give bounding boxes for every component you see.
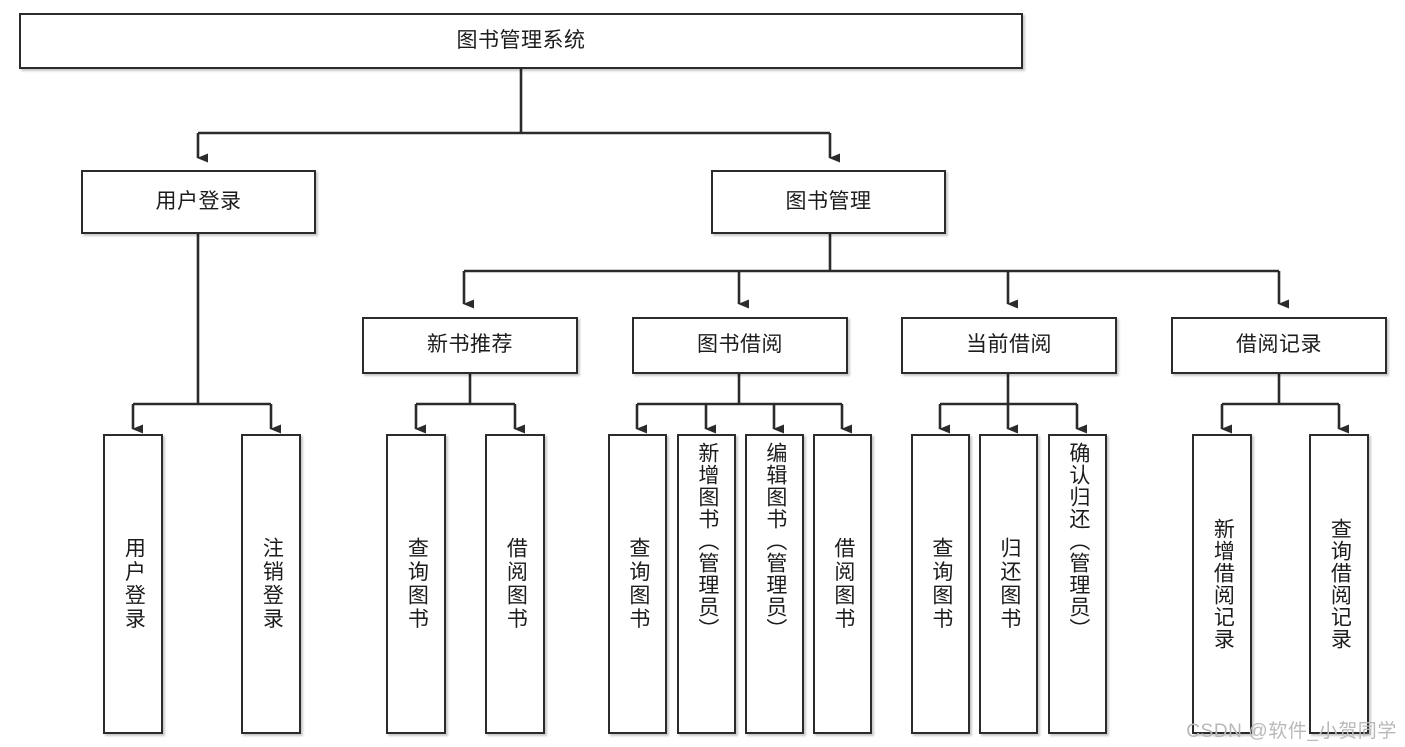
node-leaf-user-login[interactable]: 用户登录 [103, 434, 163, 734]
node-leaf-query-book-recommend-label: 查询图书 [405, 537, 429, 631]
node-borrow-record[interactable]: 借阅记录 [1171, 317, 1387, 374]
node-borrow-record-label: 借阅记录 [1236, 333, 1322, 357]
node-leaf-query-book-current[interactable]: 查询图书 [911, 434, 970, 734]
node-leaf-edit-book-admin[interactable]: 编辑图书（管理员） [745, 434, 804, 734]
node-leaf-add-borrow-record[interactable]: 新增借阅记录 [1192, 434, 1252, 734]
node-leaf-query-borrow-record-label: 查询借阅记录 [1328, 518, 1352, 650]
node-new-book-recommend-label: 新书推荐 [427, 333, 513, 357]
node-leaf-add-book-admin-label: 新增图书（管理员） [695, 442, 719, 640]
node-leaf-borrow-book-recommend-label: 借阅图书 [504, 537, 528, 631]
node-leaf-user-logout[interactable]: 注销登录 [241, 434, 301, 734]
node-leaf-user-login-label: 用户登录 [122, 537, 146, 631]
node-leaf-query-book-borrow[interactable]: 查询图书 [608, 434, 667, 734]
node-leaf-return-book-label: 归还图书 [997, 537, 1021, 631]
node-book-management[interactable]: 图书管理 [711, 170, 946, 234]
node-leaf-borrow-book-label: 借阅图书 [831, 537, 855, 631]
node-new-book-recommend[interactable]: 新书推荐 [362, 317, 578, 374]
node-leaf-add-borrow-record-label: 新增借阅记录 [1211, 518, 1235, 650]
node-book-borrow[interactable]: 图书借阅 [632, 317, 848, 374]
node-leaf-query-book-current-label: 查询图书 [929, 537, 953, 631]
node-user-login[interactable]: 用户登录 [81, 170, 316, 234]
node-leaf-add-book-admin[interactable]: 新增图书（管理员） [677, 434, 736, 734]
node-leaf-query-book-borrow-label: 查询图书 [626, 537, 650, 631]
node-leaf-borrow-book[interactable]: 借阅图书 [813, 434, 872, 734]
watermark: CSDN @软件_小贺同学 [1186, 721, 1397, 742]
node-leaf-edit-book-admin-label: 编辑图书（管理员） [763, 442, 787, 640]
node-leaf-confirm-return-admin-label: 确认归还（管理员） [1066, 442, 1090, 640]
node-root-label: 图书管理系统 [456, 28, 586, 52]
node-leaf-user-logout-label: 注销登录 [260, 537, 284, 631]
node-current-borrow-label: 当前借阅 [966, 333, 1052, 357]
node-user-login-label: 用户登录 [155, 189, 242, 213]
node-leaf-query-book-recommend[interactable]: 查询图书 [386, 434, 446, 734]
node-leaf-query-borrow-record[interactable]: 查询借阅记录 [1309, 434, 1369, 734]
node-current-borrow[interactable]: 当前借阅 [901, 317, 1117, 374]
node-leaf-return-book[interactable]: 归还图书 [979, 434, 1038, 734]
node-leaf-confirm-return-admin[interactable]: 确认归还（管理员） [1048, 434, 1107, 734]
node-root[interactable]: 图书管理系统 [19, 13, 1023, 69]
node-book-management-label: 图书管理 [785, 189, 872, 213]
node-leaf-borrow-book-recommend[interactable]: 借阅图书 [485, 434, 545, 734]
node-book-borrow-label: 图书借阅 [697, 333, 783, 357]
